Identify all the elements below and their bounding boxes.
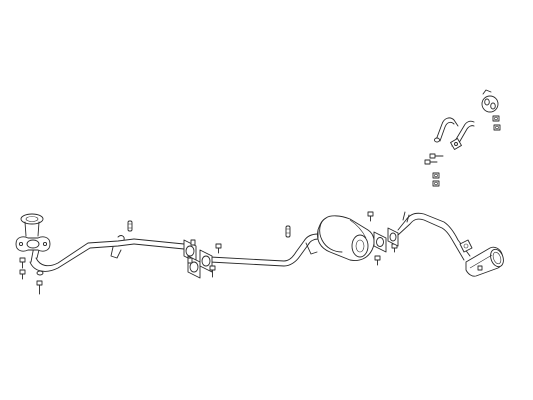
nut-lower-2 xyxy=(432,180,440,187)
joint-flange-1 xyxy=(183,239,201,279)
hanger-bracket-2 xyxy=(450,120,475,150)
joint-flange-rear xyxy=(373,227,399,253)
rubber-hanger-center xyxy=(285,225,318,255)
tail-tip xyxy=(465,246,504,277)
muffler-bolts xyxy=(367,211,398,266)
joint-flange-2 xyxy=(199,243,222,278)
nut-upper-1 xyxy=(492,115,500,122)
bolt-front-3 xyxy=(36,280,43,295)
hanger-rubber-rear xyxy=(481,89,499,113)
tail-hanger xyxy=(459,239,473,253)
bolt-front-2 xyxy=(19,269,26,280)
muffler xyxy=(317,215,375,261)
center-pipe xyxy=(133,233,319,267)
bolt-front-1 xyxy=(19,257,26,269)
mounting-nuts xyxy=(424,115,501,187)
rubber-hanger-left xyxy=(110,220,133,259)
bolt-lower-2 xyxy=(424,159,438,165)
bolt-lower-1 xyxy=(429,153,444,159)
mounting-bolts xyxy=(19,257,44,295)
hanger-bracket-1 xyxy=(434,117,459,143)
front-pipe xyxy=(20,213,135,272)
front-flange-gasket xyxy=(15,236,51,252)
nut-upper-2 xyxy=(493,124,501,131)
nut-lower-1 xyxy=(432,172,440,179)
tail-pipe xyxy=(397,211,471,261)
washer-front xyxy=(36,270,44,276)
